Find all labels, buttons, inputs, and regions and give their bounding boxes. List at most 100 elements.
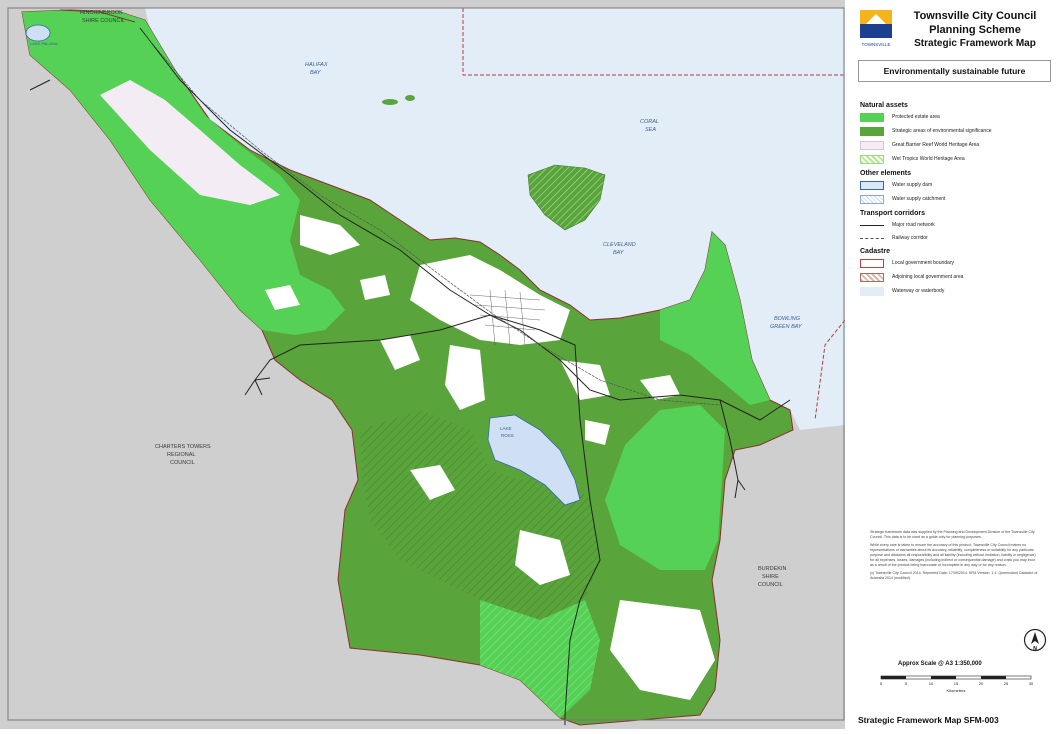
legend-item-strategic-areas: Strategic areas of environmental signifi… (860, 126, 992, 136)
council-logo: TOWNSVILLE (860, 10, 892, 47)
legend-swatch (860, 224, 884, 226)
map-frame (7, 7, 845, 721)
disclaimer-paragraph: (c) Townsville City Council 2014. Reprin… (870, 571, 1038, 580)
major-road-network (139, 27, 791, 716)
railway-corridor (144, 34, 721, 406)
scale-tick: 5 (905, 681, 908, 686)
label-charters-towers: CHARTERS TOWERS (155, 444, 211, 450)
legend-transport-heading: Transport corridors (860, 210, 925, 217)
map-reference-title: Strategic Framework Map SFM-003 (858, 715, 999, 725)
highway-exit-arrows (29, 79, 746, 725)
legend-label: Major road network (892, 222, 935, 228)
legend-label: Water supply dam (892, 182, 933, 188)
legend-swatch (860, 258, 884, 268)
legend-swatch (860, 112, 884, 122)
map-theme-title: Environmentally sustainable future (858, 60, 1051, 82)
org-name: Townsville City Council (913, 10, 1037, 22)
coral-sea-water (145, 8, 845, 430)
scale-tick: 20 (979, 681, 984, 686)
label-burdekin-3: COUNCIL (758, 582, 783, 588)
map-area[interactable]: HALIFAX BAY CORAL SEA CLEVELAND BAY BOWL… (0, 0, 846, 729)
legend-item-gbr-heritage: Great Barrier Reef World Heritage Area (860, 140, 979, 150)
legend-natural-assets-heading: Natural assets (860, 102, 908, 109)
lake-paluma (25, 24, 51, 42)
label-cleveland-bay-2: BAY (613, 250, 624, 256)
palm-island-b (405, 95, 415, 101)
legend-swatch (860, 126, 884, 136)
legend-item-waterway: Waterway or waterbody (860, 286, 944, 296)
map-series-name: Strategic Framework Map (914, 38, 1036, 49)
disclaimer-text: Strategic framework data was supplied by… (870, 530, 1040, 584)
lake-ross (487, 414, 581, 506)
title-block: TOWNSVILLE Townsville City Council Plann… (858, 8, 1053, 56)
north-label: N (1033, 646, 1037, 652)
legend-item-lga-boundary: Local government boundary (860, 258, 954, 268)
legend-swatch (860, 140, 884, 150)
label-charters-towers-2: REGIONAL (167, 452, 195, 458)
disclaimer-paragraph: Strategic framework data was supplied by… (870, 530, 1035, 539)
scale-tick: 0 (880, 681, 883, 686)
scale-tick: 30 (1029, 681, 1034, 686)
legend-other-elements-heading: Other elements (860, 170, 911, 177)
legend-label: Waterway or waterbody (892, 288, 945, 294)
label-cleveland-bay: CLEVELAND (603, 242, 636, 248)
legend-item-railway: Railway corridor (860, 233, 928, 243)
label-burdekin-2: SHIRE (762, 574, 779, 580)
label-bowling-green-bay: BOWLING (774, 316, 801, 322)
label-lake-paluma: LAKE PALUMA (30, 41, 58, 46)
legend-item-protected-estate: Protected estate area (860, 112, 940, 122)
protected-estate-south (480, 600, 600, 718)
legend-item-major-road: Major road network (860, 220, 935, 230)
label-coral-sea-2: SEA (645, 127, 656, 133)
townsville-city-streets (469, 289, 546, 346)
scale-tick: 25 (1004, 681, 1009, 686)
scale-unit: Kilometres (947, 688, 966, 693)
label-burdekin: BURDEKIN (758, 566, 786, 572)
scheme-name: Planning Scheme (929, 24, 1021, 36)
label-lake-ross-2: ROSS (501, 433, 514, 438)
legend-swatch (860, 154, 884, 164)
legend-swatch (860, 237, 884, 239)
protected-estate-northeast (660, 232, 770, 405)
label-halifax-bay: HALIFAX (305, 62, 328, 68)
legend-item-water-dam: Water supply dam (860, 180, 932, 190)
scale-bar: 0 5 10 15 20 25 30 Kilometres (880, 675, 1034, 693)
legend-label: Great Barrier Reef World Heritage Area (892, 142, 980, 148)
legend-swatch (860, 194, 884, 204)
legend-item-wet-tropics: Wet Tropics World Heritage Area (860, 154, 965, 164)
logo-wordmark: TOWNSVILLE (862, 42, 891, 47)
label-charters-towers-3: COUNCIL (170, 460, 195, 466)
legend-item-adjoining-lga: Adjoining local government area (860, 272, 963, 282)
map-canvas[interactable]: HALIFAX BAY CORAL SEA CLEVELAND BAY BOWL… (0, 0, 846, 729)
east-boundary-line (814, 319, 846, 421)
hinchinbrook-boundary (59, 9, 136, 23)
legend-item-water-catchment: Water supply catchment (860, 194, 945, 204)
label-coral-sea: CORAL (640, 119, 659, 125)
legend-label: Local government boundary (892, 260, 954, 266)
legend-label: Water supply catchment (892, 196, 946, 202)
legend-cadastre-heading: Cadastre (860, 248, 890, 255)
cleared-land (265, 215, 715, 700)
protected-estate-east (605, 405, 725, 570)
scale-tick: 15 (954, 681, 959, 686)
scale-label: Approx Scale @ A3 1:350,000 (898, 661, 982, 667)
disclaimer-paragraph: While every care is taken to ensure the … (870, 543, 1036, 567)
map-labels: HALIFAX BAY CORAL SEA CLEVELAND BAY BOWL… (30, 10, 802, 588)
label-lake-ross: LAKE (500, 426, 512, 431)
sea-boundary-line (462, 8, 845, 76)
label-halifax-bay-2: BAY (310, 70, 321, 76)
legend-panel: TOWNSVILLE Townsville City Council Plann… (848, 0, 1056, 729)
magnetic-island (527, 164, 606, 231)
north-arrow-icon: N (1023, 628, 1047, 652)
legend-label: Wet Tropics World Heritage Area (892, 156, 965, 162)
scale-tick: 10 (929, 681, 934, 686)
label-hinchinbrook-2: SHIRE COUNCIL (82, 18, 125, 24)
label-hinchinbrook: HINCHINBROOK (80, 10, 123, 16)
label-bowling-green-bay-2: GREEN BAY (770, 324, 802, 330)
reef-heritage-strip (100, 80, 280, 205)
legend-swatch (860, 272, 884, 282)
legend-swatch (860, 286, 884, 296)
legend-label: Railway corridor (892, 235, 928, 241)
legend-label: Adjoining local government area (892, 274, 964, 280)
palm-island-a (382, 99, 398, 105)
